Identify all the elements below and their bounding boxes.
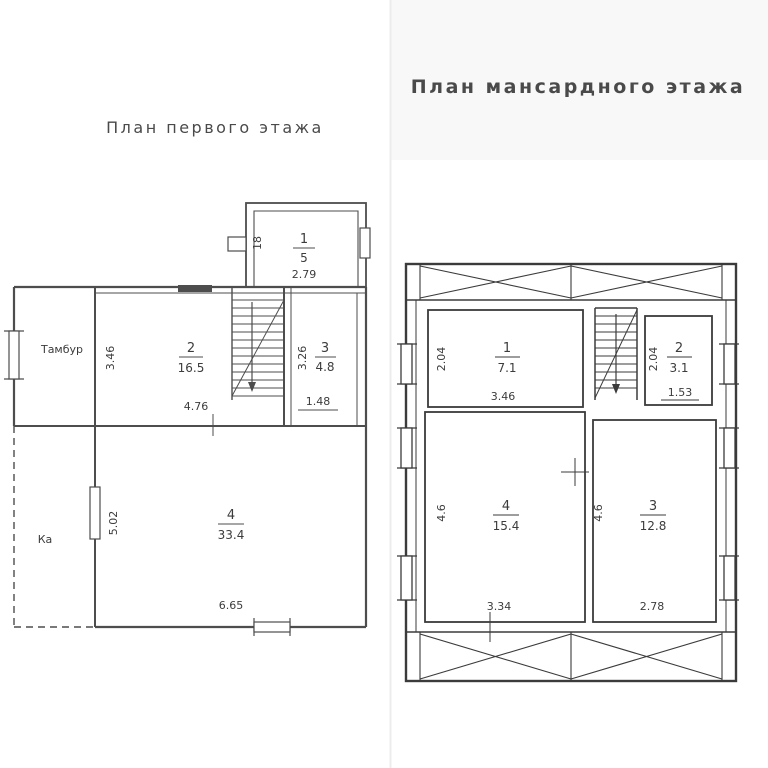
room-number: 2 xyxy=(675,341,683,356)
room-number: 4 xyxy=(227,508,235,523)
stairs-icon xyxy=(231,287,285,400)
stairs-down-arrow xyxy=(248,382,256,392)
room-number: 4 xyxy=(502,499,510,514)
first-floor-title: План первого этажа xyxy=(106,118,324,137)
room-area: 15.4 xyxy=(493,519,520,533)
tambur-label: Тамбур xyxy=(40,343,83,356)
room-area: 33.4 xyxy=(218,528,245,542)
dimension-label: 3.46 xyxy=(104,346,117,371)
room-number: 1 xyxy=(503,341,511,356)
dimension-ticks xyxy=(489,399,699,642)
room-area: 3.1 xyxy=(669,361,688,375)
room-area: 12.8 xyxy=(640,519,667,533)
dimension-label: 2.04 xyxy=(435,347,448,372)
room-number: 3 xyxy=(649,499,657,514)
room-area: 7.1 xyxy=(497,361,516,375)
window-symbol xyxy=(227,236,247,252)
room-area: 16.5 xyxy=(178,361,205,375)
roof-cross-band-bottom xyxy=(419,632,723,681)
room-number: 3 xyxy=(321,341,329,356)
wall-segment xyxy=(178,285,212,292)
window-symbols xyxy=(4,330,291,636)
first-floor-labels: Тамбур 3.46 2 16.5 3.26 3 4.8 4.76 1.48 … xyxy=(38,341,335,612)
dimension-label: 2.04 xyxy=(647,347,660,372)
scan-shading xyxy=(391,0,768,160)
stairs-down-arrow xyxy=(612,384,620,394)
dimension-ticks xyxy=(212,409,338,436)
room-number: 2 xyxy=(187,341,195,356)
dimension-label: 18 xyxy=(251,236,264,250)
veranda-labels: 18 1 5 2.79 xyxy=(251,232,316,281)
room-number: 1 xyxy=(300,232,308,247)
dimension-label: 3.34 xyxy=(487,600,512,613)
dimension-label: 4.76 xyxy=(184,400,209,413)
attic-floor-plan: План мансардного этажа xyxy=(397,76,746,683)
dimension-label: 4.6 xyxy=(592,504,605,522)
dimension-label: 1.53 xyxy=(668,386,693,399)
room-area: 4.8 xyxy=(315,360,334,374)
dimension-label: 3.26 xyxy=(296,346,309,371)
roof-cross-band-top xyxy=(419,264,723,300)
ka-label: Ка xyxy=(38,533,53,546)
dimension-label: 4.6 xyxy=(435,504,448,522)
dimension-label: 2.78 xyxy=(640,600,665,613)
window-symbol xyxy=(359,227,371,259)
dimension-label: 1.48 xyxy=(306,395,331,408)
attic-room-walls xyxy=(424,309,717,623)
dimension-label: 5.02 xyxy=(107,511,120,536)
dimension-label: 2.79 xyxy=(292,268,317,281)
attic-labels: 1 7.1 3.46 2.04 2 3.1 2.04 1.53 4 15.4 4… xyxy=(435,341,692,613)
room-area: 5 xyxy=(300,251,308,265)
window-symbols xyxy=(397,343,739,601)
dimension-label: 6.65 xyxy=(219,599,244,612)
stairs-icon xyxy=(594,307,638,400)
attic-floor-title: План мансардного этажа xyxy=(411,76,746,98)
first-floor-walls xyxy=(12,285,368,629)
first-floor-plan: План первого этажа 18 1 5 2.79 xyxy=(4,118,371,636)
dimension-label: 3.46 xyxy=(491,390,516,403)
